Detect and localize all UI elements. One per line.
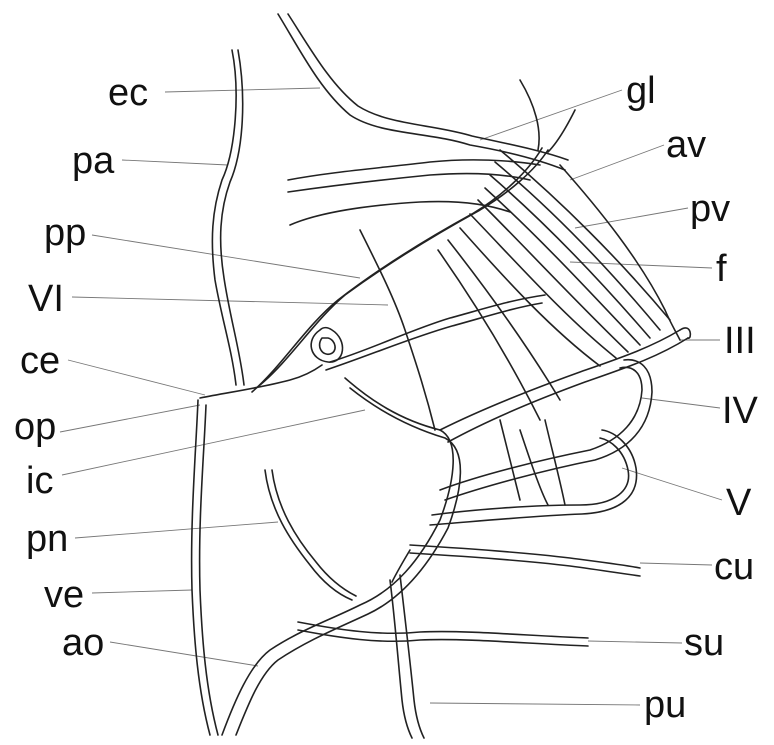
vessel-fan-8: [448, 240, 560, 400]
vessel-op-loop-b: [320, 338, 336, 354]
leader-op: [60, 405, 200, 432]
label-ve: ve: [44, 576, 84, 614]
vessel-cu-b: [410, 553, 640, 576]
label-III: III: [724, 322, 756, 360]
label-ec: ec: [108, 74, 148, 112]
label-f: f: [716, 250, 727, 288]
vessel-pa-b: [221, 50, 244, 385]
label-IV: IV: [722, 392, 758, 430]
label-pn: pn: [26, 520, 68, 558]
vessel-pu: [390, 580, 412, 738]
vessel-ve: [192, 400, 210, 735]
leader-f: [570, 262, 712, 268]
vessel-ve-b: [200, 405, 218, 735]
label-ic: ic: [26, 462, 53, 500]
leader-pp: [92, 235, 360, 278]
vessel-III: [440, 330, 680, 430]
leader-lines: [60, 88, 722, 705]
vessel-pn-b: [272, 470, 356, 596]
vessel-fan-9: [438, 250, 540, 420]
vessel-pp: [260, 150, 548, 385]
vessel-V: [432, 438, 629, 515]
vessel-ic: [222, 378, 453, 735]
label-ce: ce: [20, 342, 60, 380]
label-av: av: [666, 126, 706, 164]
vessel-fan-2: [495, 162, 660, 330]
leader-pn: [75, 522, 278, 538]
label-pu: pu: [644, 686, 686, 724]
vessel-fan-3: [490, 175, 650, 338]
leader-av: [570, 145, 664, 180]
vessel-su: [298, 622, 588, 638]
leader-su: [588, 641, 682, 643]
vessel-III-end: [680, 328, 690, 338]
vessel-gl-b: [548, 110, 575, 152]
leader-ce: [68, 360, 205, 395]
vessel-ce: [200, 365, 322, 398]
vessel-pn: [265, 470, 352, 600]
leader-pa: [122, 160, 228, 165]
label-gl: gl: [626, 72, 656, 110]
leader-ic: [62, 410, 365, 475]
vessel-pa: [212, 50, 236, 385]
leader-cu: [640, 563, 712, 565]
label-su: su: [684, 624, 724, 662]
vessel-gl: [520, 80, 539, 150]
vessel-cu: [410, 545, 640, 568]
leader-pv: [575, 208, 688, 228]
label-VI: VI: [28, 280, 64, 318]
label-cu: cu: [714, 548, 754, 586]
leader-IV: [642, 398, 720, 408]
vessel-op-loop: [311, 328, 342, 362]
label-op: op: [14, 408, 56, 446]
label-ao: ao: [62, 624, 104, 662]
vessel-ic-b: [236, 388, 460, 735]
vessel-upper-2: [288, 174, 530, 192]
label-pp: pp: [44, 214, 86, 252]
vessels: [192, 14, 691, 738]
leader-ao: [110, 642, 258, 666]
vessel-VI-b: [326, 303, 542, 370]
vessel-ec-b: [288, 14, 568, 160]
leader-pu: [430, 703, 640, 705]
vessel-fan-outer: [560, 165, 680, 340]
label-V: V: [726, 484, 751, 522]
label-pa: pa: [72, 142, 114, 180]
leader-gl: [480, 90, 622, 140]
leader-ve: [92, 590, 192, 593]
label-pv: pv: [690, 190, 730, 228]
vessel-mid-vertical: [360, 230, 435, 430]
